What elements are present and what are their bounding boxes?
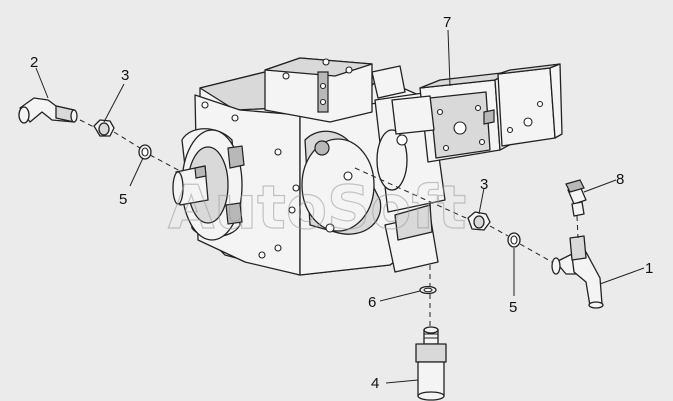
- callout-1: 1: [645, 260, 653, 277]
- part-3-nut-right: [467, 211, 491, 231]
- watermark: AutoSoft: [168, 173, 466, 243]
- callout-4: 4: [371, 375, 379, 392]
- lower-block: [384, 204, 439, 273]
- callout-7: 7: [443, 14, 451, 31]
- callout-6: 6: [368, 294, 376, 311]
- part-6-o-ring: [419, 285, 437, 295]
- callout-5-right: 5: [509, 299, 517, 316]
- side-cover: [292, 130, 382, 235]
- callout-3-right: 3: [480, 176, 488, 193]
- part-4-union-fitting: [415, 326, 447, 401]
- part-5-o-ring-right: [507, 232, 521, 248]
- callout-2: 2: [30, 54, 38, 71]
- leader-lines: [35, 29, 645, 384]
- part-8-sensor: [565, 179, 587, 217]
- callout-5-left: 5: [119, 191, 127, 208]
- part-5-o-ring-left: [138, 144, 152, 160]
- part-1-tee-fitting: [551, 235, 604, 309]
- part-2-elbow-fitting: [18, 97, 78, 124]
- drive-flange: [172, 128, 245, 241]
- auxiliary-gear-pump: [374, 63, 563, 213]
- part-3-nut-left: [93, 119, 115, 137]
- assembly-lines: [79, 119, 579, 328]
- callout-3-left: 3: [121, 67, 129, 84]
- callout-8: 8: [616, 171, 624, 188]
- callouts: 2 3 5 7 3 5 8 1 6 4: [30, 14, 653, 392]
